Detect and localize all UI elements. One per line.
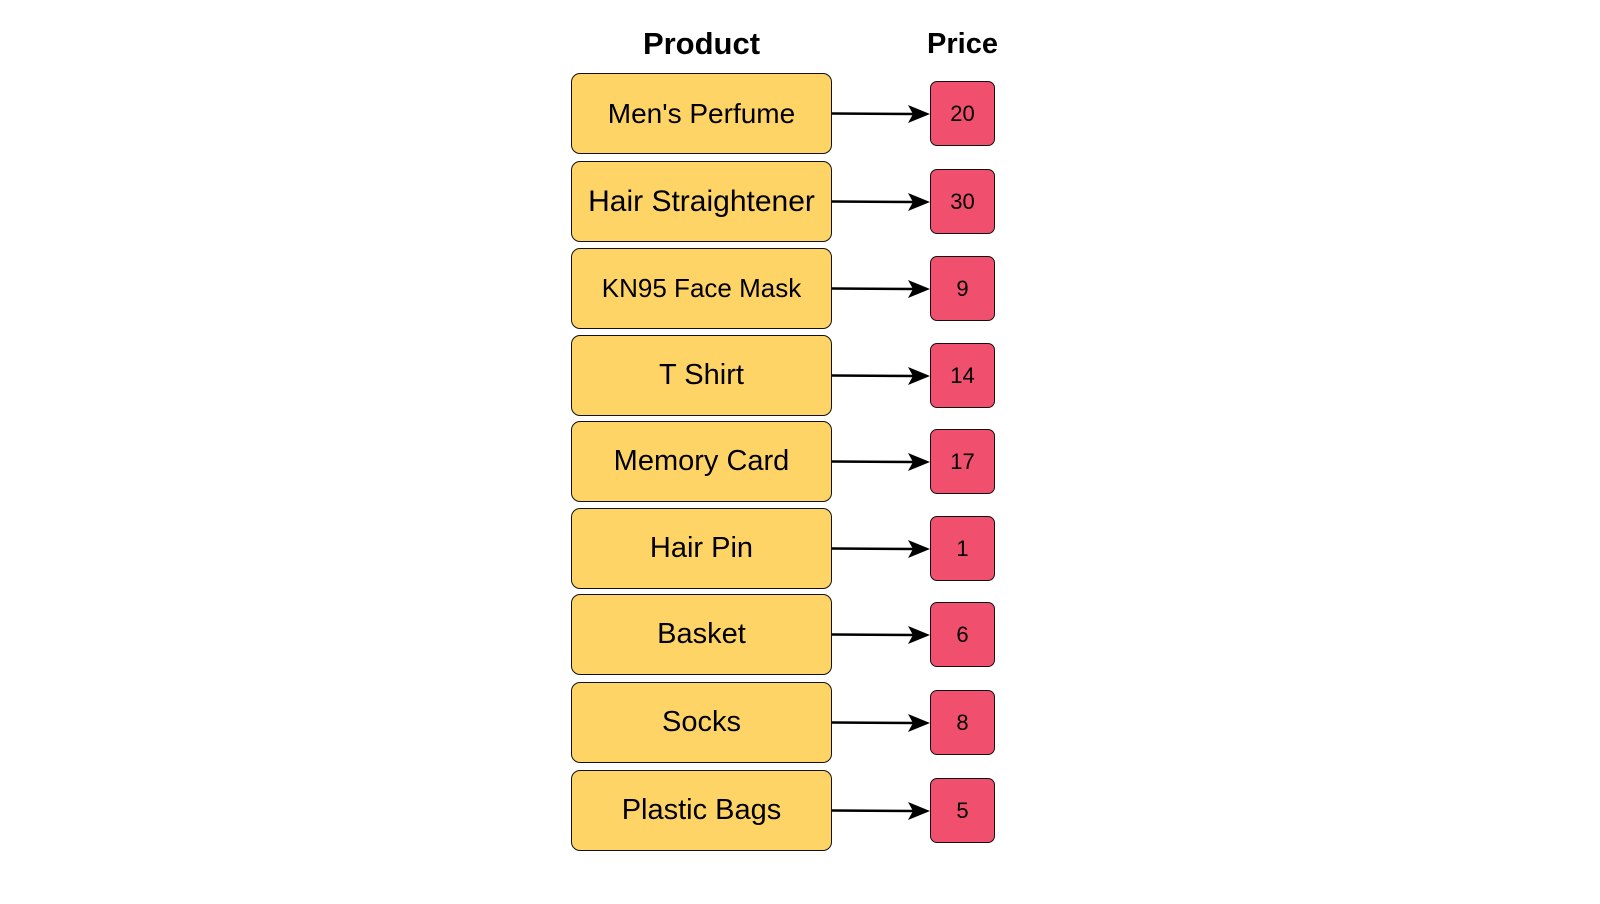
arrowhead-icon: [908, 367, 930, 385]
arrow: [831, 540, 930, 558]
arrow: [831, 367, 930, 385]
arrow: [831, 105, 930, 123]
product-box: Basket: [571, 594, 832, 675]
product-box: T Shirt: [571, 335, 832, 416]
product-box: KN95 Face Mask: [571, 248, 832, 329]
price-box: 30: [930, 169, 995, 234]
product-box: Memory Card: [571, 421, 832, 502]
arrowhead-icon: [908, 802, 930, 820]
product-box: Hair Straightener: [571, 161, 832, 242]
arrowhead-icon: [908, 105, 930, 123]
arrow: [831, 280, 930, 298]
price-box: 5: [930, 778, 995, 843]
product-box: Hair Pin: [571, 508, 832, 589]
price-column-header: Price: [927, 28, 998, 60]
product-box: Socks: [571, 682, 832, 763]
arrowhead-icon: [908, 193, 930, 211]
arrowhead-icon: [908, 714, 930, 732]
arrow: [831, 626, 930, 644]
product-column-header: Product: [642, 26, 761, 61]
arrowhead-icon: [908, 280, 930, 298]
product-box: Plastic Bags: [571, 770, 832, 851]
price-box: 9: [930, 256, 995, 321]
arrow: [831, 193, 930, 211]
arrow: [831, 802, 930, 820]
price-box: 20: [930, 81, 995, 146]
product-box: Men's Perfume: [571, 73, 832, 154]
price-box: 1: [930, 516, 995, 581]
price-box: 6: [930, 602, 995, 667]
price-box: 14: [930, 343, 995, 408]
arrow: [831, 714, 930, 732]
arrowhead-icon: [908, 540, 930, 558]
arrowhead-icon: [908, 626, 930, 644]
arrowhead-icon: [908, 453, 930, 471]
price-box: 8: [930, 690, 995, 755]
price-box: 17: [930, 429, 995, 494]
arrow: [831, 453, 930, 471]
